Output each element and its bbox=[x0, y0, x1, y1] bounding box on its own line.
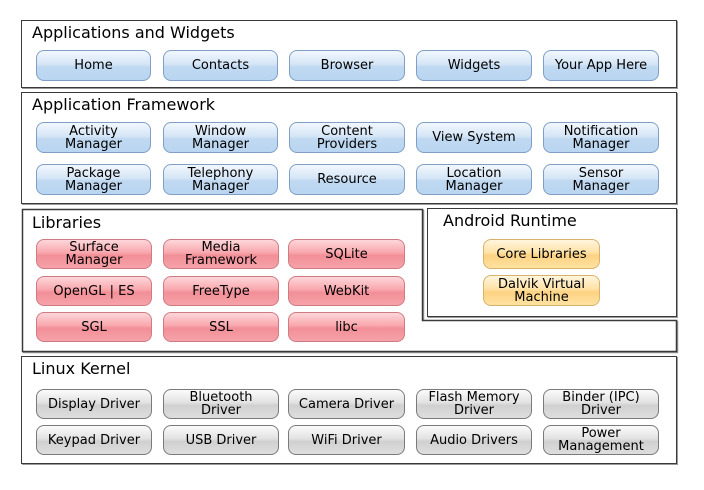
component-label: OpenGL | ES bbox=[53, 283, 135, 299]
component-contacts[interactable]: Contacts bbox=[163, 50, 278, 81]
component-label: Widgets bbox=[447, 58, 501, 73]
component-label: Camera Driver bbox=[298, 396, 395, 412]
layer-libraries-title: Libraries bbox=[32, 213, 102, 232]
component-label: SGL bbox=[81, 319, 107, 335]
component-webkit[interactable]: WebKit bbox=[288, 276, 405, 306]
component-ssl[interactable]: SSL bbox=[163, 312, 279, 342]
layer-title: Applications and Widgets bbox=[32, 23, 235, 42]
layer-title: Android Runtime bbox=[443, 211, 577, 230]
component-keypad-driver[interactable]: Keypad Driver bbox=[36, 425, 152, 455]
component-usb-driver[interactable]: USB Driver bbox=[163, 425, 279, 455]
layer-title: Linux Kernel bbox=[32, 359, 131, 378]
component-label: Home bbox=[74, 58, 113, 73]
component-browser[interactable]: Browser bbox=[289, 50, 405, 81]
component-opengl-es[interactable]: OpenGL | ES bbox=[36, 276, 152, 306]
component-label: Core Libraries bbox=[496, 246, 587, 262]
component-camera-driver[interactable]: Camera Driver bbox=[288, 389, 405, 419]
component-label: WebKit bbox=[323, 283, 370, 299]
component-sgl[interactable]: SGL bbox=[36, 312, 152, 342]
component-label: SSL bbox=[209, 319, 233, 335]
component-label: Display Driver bbox=[47, 396, 141, 412]
component-widgets[interactable]: Widgets bbox=[416, 50, 532, 81]
component-label: Keypad Driver bbox=[47, 432, 141, 448]
component-label: FreeType bbox=[192, 283, 250, 299]
component-binder-ipc-driver[interactable]: Binder (IPC)Driver bbox=[543, 389, 659, 419]
component-home[interactable]: Home bbox=[36, 50, 151, 81]
component-your-app-here[interactable]: Your App Here bbox=[543, 50, 659, 81]
component-label: libc bbox=[335, 319, 358, 335]
component-view-system[interactable]: View System bbox=[416, 122, 532, 153]
component-label: USB Driver bbox=[185, 432, 257, 448]
component-sqlite[interactable]: SQLite bbox=[288, 239, 405, 269]
component-core-libraries[interactable]: Core Libraries bbox=[483, 239, 600, 269]
component-display-driver[interactable]: Display Driver bbox=[36, 389, 152, 419]
layer-title: Application Framework bbox=[32, 95, 216, 114]
component-label: SQLite bbox=[325, 246, 368, 262]
component-freetype[interactable]: FreeType bbox=[163, 276, 279, 306]
component-audio-drivers[interactable]: Audio Drivers bbox=[416, 425, 532, 455]
component-label: Your App Here bbox=[554, 58, 648, 73]
component-label: WiFi Driver bbox=[311, 432, 382, 448]
component-label: Browser bbox=[320, 58, 374, 73]
component-libc[interactable]: libc bbox=[288, 312, 405, 342]
component-label: Contacts bbox=[191, 58, 250, 73]
component-wifi-driver[interactable]: WiFi Driver bbox=[288, 425, 405, 455]
component-label: Binder (IPC)Driver bbox=[562, 390, 640, 418]
component-resource[interactable]: Resource bbox=[289, 164, 405, 195]
component-label: View System bbox=[432, 130, 516, 145]
component-label: Audio Drivers bbox=[430, 432, 518, 448]
component-label: Resource bbox=[317, 172, 377, 187]
